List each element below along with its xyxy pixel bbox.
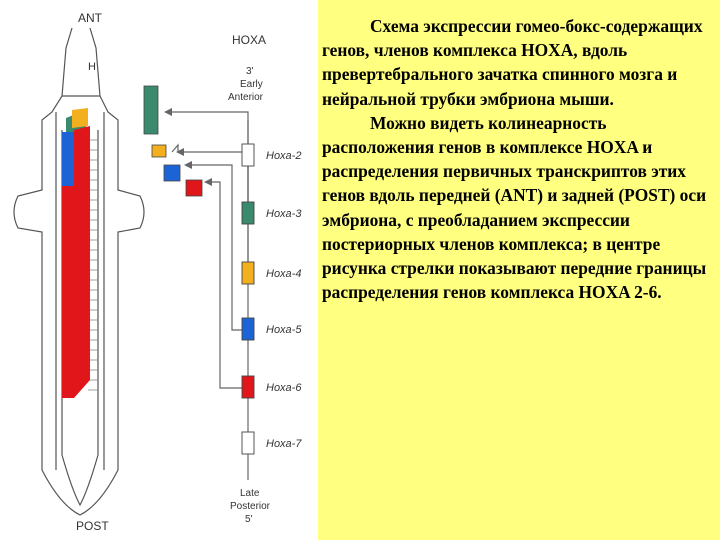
arrow-heads bbox=[164, 108, 212, 186]
marker-hoxa6 bbox=[185, 179, 203, 197]
marker-hoxa3 bbox=[143, 85, 159, 135]
caption-paragraph-2: Можно видеть колинеарность расположения … bbox=[322, 112, 707, 303]
hoxa5-domain bbox=[62, 132, 74, 186]
expression-domains bbox=[62, 108, 90, 398]
early-label-line1: 3' bbox=[246, 66, 254, 77]
hoxa6-domain bbox=[62, 126, 90, 398]
caption-text: Схема экспрессии гомео-бокс-содержащих г… bbox=[322, 14, 716, 304]
gene-box-hoxa3 bbox=[241, 201, 255, 225]
gene-box-hoxa2 bbox=[241, 143, 255, 167]
caption-paragraph-1: Схема экспрессии гомео-бокс-содержащих г… bbox=[322, 16, 703, 109]
embryo-outline bbox=[13, 27, 145, 516]
boundary-markers bbox=[143, 85, 203, 197]
gene-box-hoxa4 bbox=[241, 261, 255, 285]
diagram-panel: Hoxa-2 Hoxa-3 Hoxa-4 Hoxa-5 Hoxa-6 Hoxa-… bbox=[0, 0, 318, 540]
marker-hoxa4 bbox=[151, 144, 167, 158]
late-label-line1: Late bbox=[240, 488, 260, 499]
gene-box-hoxa5 bbox=[241, 317, 255, 341]
gene-boxes bbox=[241, 143, 255, 455]
marker-hoxa5 bbox=[163, 164, 181, 182]
gene-label-hoxa2: Hoxa-2 bbox=[266, 150, 301, 162]
gene-label-hoxa3: Hoxa-3 bbox=[266, 208, 302, 220]
hoxa4-domain bbox=[72, 108, 88, 128]
ant-label: ANT bbox=[78, 11, 103, 25]
early-label-line3: Anterior bbox=[228, 92, 264, 103]
cluster-title: HOXA bbox=[232, 33, 266, 47]
h-label: H bbox=[88, 61, 96, 73]
gene-label-hoxa6: Hoxa-6 bbox=[266, 382, 302, 394]
early-label-line2: Early bbox=[240, 79, 263, 90]
gene-label-hoxa5: Hoxa-5 bbox=[266, 324, 302, 336]
post-label: POST bbox=[76, 519, 109, 533]
late-label-line2: Posterior bbox=[230, 501, 271, 512]
gene-box-hoxa7 bbox=[241, 431, 255, 455]
hoxa-expression-diagram: Hoxa-2 Hoxa-3 Hoxa-4 Hoxa-5 Hoxa-6 Hoxa-… bbox=[13, 11, 302, 533]
gene-label-hoxa7: Hoxa-7 bbox=[266, 438, 302, 450]
late-label-line3: 5' bbox=[245, 514, 253, 525]
gene-label-hoxa4: Hoxa-4 bbox=[266, 268, 301, 280]
gene-box-hoxa6 bbox=[241, 375, 255, 399]
